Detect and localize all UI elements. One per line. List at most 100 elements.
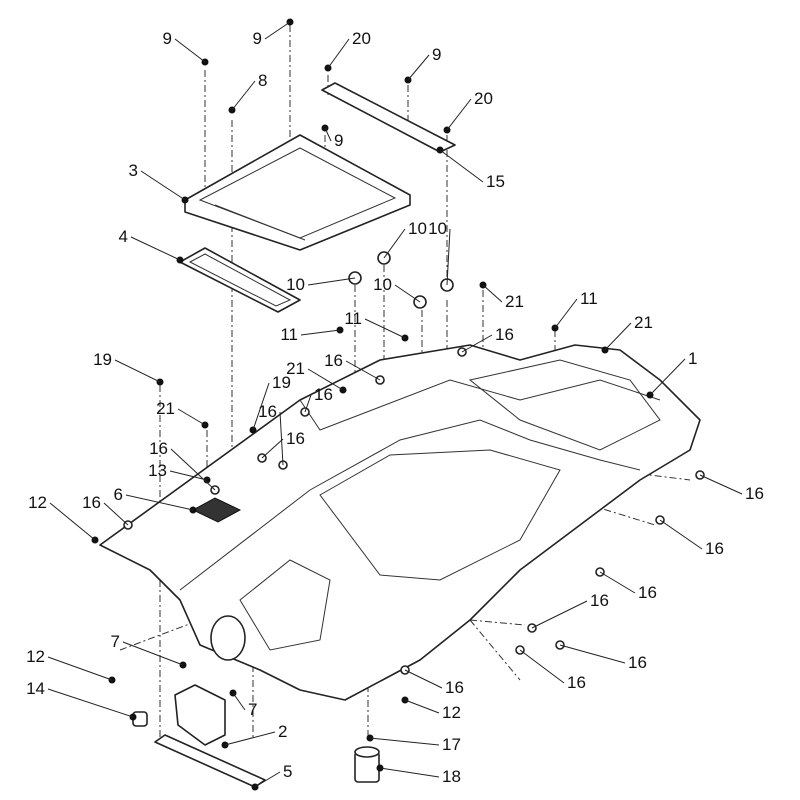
callout-16: 16 bbox=[638, 583, 657, 602]
leader-line bbox=[364, 318, 406, 339]
part-filter bbox=[191, 497, 242, 523]
callout-10: 10 bbox=[286, 275, 305, 294]
leader-line bbox=[404, 699, 440, 714]
callout-16: 16 bbox=[495, 325, 514, 344]
part-plate bbox=[154, 734, 266, 788]
leader-line bbox=[554, 298, 578, 329]
leader-line bbox=[519, 649, 565, 684]
leader-line bbox=[307, 368, 344, 391]
callout-17: 17 bbox=[442, 735, 461, 754]
part-gasket bbox=[179, 247, 301, 313]
leader-line bbox=[531, 600, 588, 629]
leader-line bbox=[261, 438, 284, 459]
part-tub bbox=[99, 344, 701, 701]
callout-10: 10 bbox=[373, 275, 392, 294]
leader-line bbox=[224, 731, 276, 746]
leader-line bbox=[125, 494, 194, 511]
leader-line bbox=[394, 284, 421, 303]
leader-line bbox=[559, 644, 626, 664]
callout-11: 11 bbox=[280, 325, 298, 344]
leader-line bbox=[649, 358, 686, 396]
leader-line bbox=[130, 236, 181, 261]
leader-line bbox=[383, 228, 406, 259]
leader-line bbox=[404, 669, 443, 689]
leader-line bbox=[307, 277, 356, 286]
callout-16: 16 bbox=[82, 493, 101, 512]
leader-line bbox=[232, 692, 246, 711]
leader-line bbox=[174, 38, 206, 63]
callout-11: 11 bbox=[344, 309, 362, 328]
leader-line bbox=[47, 688, 134, 718]
callout-9: 9 bbox=[253, 29, 262, 48]
leader-line bbox=[254, 771, 281, 788]
callout-6: 6 bbox=[114, 485, 123, 504]
callout-16: 16 bbox=[149, 439, 168, 458]
leader-line bbox=[279, 411, 284, 466]
callout-19: 19 bbox=[272, 373, 291, 392]
callout-9: 9 bbox=[334, 131, 343, 150]
callout-9: 9 bbox=[163, 29, 172, 48]
leader-line bbox=[345, 360, 381, 381]
callout-16: 16 bbox=[590, 591, 609, 610]
leader-line bbox=[264, 21, 291, 40]
callout-15: 15 bbox=[486, 172, 505, 191]
part-strap bbox=[321, 82, 456, 153]
leader-line bbox=[407, 54, 430, 81]
callout-20: 20 bbox=[474, 89, 493, 108]
leader-line bbox=[446, 228, 451, 286]
callout-12: 12 bbox=[442, 703, 461, 722]
callout-16: 16 bbox=[314, 385, 333, 404]
leader-line bbox=[103, 502, 129, 526]
callout-9: 9 bbox=[432, 45, 441, 64]
callout-16: 16 bbox=[324, 351, 343, 370]
leader-line bbox=[114, 359, 161, 383]
leader-line bbox=[369, 737, 440, 746]
callout-3: 3 bbox=[129, 161, 138, 180]
callout-21: 21 bbox=[286, 359, 305, 378]
callout-7: 7 bbox=[111, 632, 120, 651]
callout-16: 16 bbox=[258, 402, 277, 421]
leader-line bbox=[439, 149, 484, 183]
callout-7: 7 bbox=[248, 700, 257, 719]
leader-line bbox=[604, 322, 632, 351]
leader-line bbox=[49, 502, 96, 541]
callout-16: 16 bbox=[445, 678, 464, 697]
callout-18: 18 bbox=[442, 767, 461, 786]
callout-19: 19 bbox=[93, 350, 112, 369]
leader-line bbox=[169, 470, 208, 481]
leader-line bbox=[461, 334, 493, 353]
leader-line bbox=[699, 474, 743, 495]
leader-line bbox=[170, 448, 216, 491]
callout-1: 1 bbox=[688, 349, 697, 368]
callout-13: 13 bbox=[148, 461, 167, 480]
callout-21: 21 bbox=[156, 399, 175, 418]
leader-line bbox=[177, 408, 206, 426]
leader-line bbox=[599, 571, 636, 594]
callout-12: 12 bbox=[28, 493, 47, 512]
callout-2: 2 bbox=[278, 722, 287, 741]
leader-line bbox=[327, 38, 350, 69]
callout-14: 14 bbox=[26, 679, 45, 698]
callout-20: 20 bbox=[352, 29, 371, 48]
callout-16: 16 bbox=[567, 673, 586, 692]
callout-10: 10 bbox=[428, 219, 447, 238]
leader-line bbox=[446, 98, 472, 131]
bolt-icon bbox=[321, 124, 329, 132]
callout-21: 21 bbox=[634, 313, 653, 332]
callout-8: 8 bbox=[258, 71, 267, 90]
leader-line bbox=[47, 656, 113, 681]
callout-5: 5 bbox=[283, 762, 292, 781]
leader-line bbox=[122, 641, 184, 666]
callout-16: 16 bbox=[745, 484, 764, 503]
part-bracket bbox=[174, 684, 226, 746]
callout-11: 11 bbox=[580, 289, 598, 308]
leader-line bbox=[304, 394, 312, 413]
part-lid bbox=[184, 134, 411, 251]
leader-line bbox=[300, 329, 341, 336]
leader-line bbox=[140, 170, 186, 201]
callout-16: 16 bbox=[705, 539, 724, 558]
leader-line bbox=[231, 80, 256, 111]
leader-line bbox=[482, 284, 503, 303]
callout-21: 21 bbox=[505, 292, 524, 311]
